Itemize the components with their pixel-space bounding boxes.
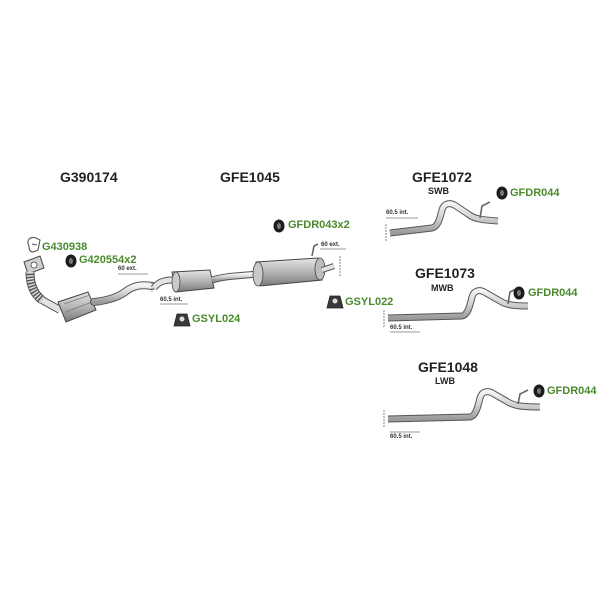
- dimension-label: 60.5 int.: [386, 210, 409, 216]
- part-code-gfe1045[interactable]: GFE1045: [220, 169, 280, 185]
- rubber-ring-icon: [533, 384, 545, 398]
- front-silencer: [171, 269, 215, 293]
- part-code-gfe1072[interactable]: GFE1072: [412, 169, 472, 185]
- variant-label-mwb: MWB: [431, 283, 454, 293]
- accessory-code-gsyl024[interactable]: GSYL024: [192, 313, 241, 325]
- accessory-code-gfdr043x2[interactable]: GFDR043x2: [288, 219, 350, 231]
- variant-label-swb: SWB: [428, 186, 449, 196]
- tailpipe-gfe1048: [383, 388, 541, 433]
- rubber-ring-icon: [513, 286, 525, 300]
- rubber-ring-icon: [496, 186, 508, 200]
- dimension-label: 60.5 int.: [390, 434, 413, 440]
- part-code-gfe1048[interactable]: GFE1048: [418, 359, 478, 375]
- mounting-bracket-icon: [173, 313, 191, 327]
- accessory-code-gfdr044-lwb[interactable]: GFDR044: [547, 385, 597, 397]
- dimension-label: 60.5 int.: [160, 297, 183, 303]
- rubber-ring-icon: [65, 254, 77, 268]
- dimension-label: 60.5 int.: [390, 325, 413, 331]
- accessory-code-g420554x2[interactable]: G420554x2: [79, 254, 137, 266]
- rear-silencer: [252, 257, 326, 287]
- mounting-bracket-icon: [326, 295, 344, 309]
- accessory-code-gfdr044-swb[interactable]: GFDR044: [510, 187, 560, 199]
- front-pipe-flange: [23, 255, 45, 275]
- clamp-icon: [27, 236, 41, 253]
- dimension-label: 60 ext.: [118, 266, 137, 272]
- accessory-code-g430938[interactable]: G430938: [42, 241, 88, 253]
- centre-section-gfe1045: [151, 243, 335, 293]
- front-pipe-g390174: [23, 255, 156, 323]
- accessory-code-gfdr044-mwb[interactable]: GFDR044: [528, 287, 578, 299]
- variant-label-lwb: LWB: [435, 376, 455, 386]
- dimension-marker: [160, 248, 346, 305]
- part-code-gfe1073[interactable]: GFE1073: [415, 265, 475, 281]
- accessory-code-gsyl022[interactable]: GSYL022: [345, 296, 394, 308]
- tailpipe-gfe1073: [383, 287, 529, 333]
- part-code-g390174[interactable]: G390174: [60, 169, 118, 185]
- front-pipe-flex-section: [25, 271, 45, 304]
- dimension-label: 60 ext.: [321, 242, 340, 248]
- catalytic-converter: [57, 291, 97, 323]
- tailpipe-gfe1072: [385, 200, 499, 242]
- dimension-marker: [118, 273, 153, 292]
- rubber-ring-icon: [273, 219, 285, 233]
